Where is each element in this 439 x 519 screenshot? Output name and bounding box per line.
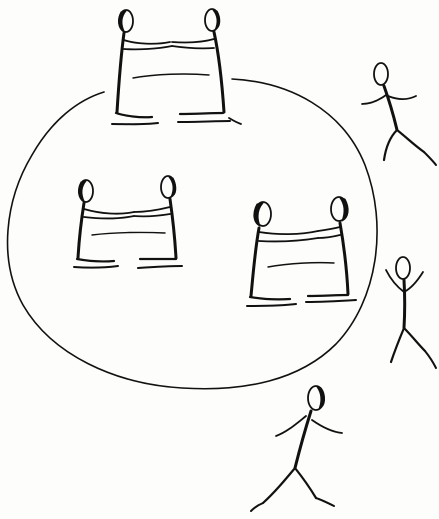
arm-line <box>124 40 170 44</box>
body-line <box>78 203 84 258</box>
leg-line <box>404 328 425 351</box>
leg-line <box>308 295 348 296</box>
body-line <box>384 86 397 130</box>
foot-line <box>306 300 356 302</box>
body-line <box>170 199 176 258</box>
body-line <box>251 228 259 296</box>
leg-line <box>180 113 223 114</box>
arm-line <box>362 95 386 104</box>
leg-line <box>397 130 424 152</box>
runner-top-right <box>362 63 436 165</box>
arm-line <box>318 227 340 231</box>
arm-line <box>84 209 134 214</box>
person-middle-right-a <box>247 202 318 306</box>
leg-line <box>250 297 290 299</box>
jumper-right-middle <box>386 257 436 368</box>
person-middle-right-b <box>306 197 356 302</box>
head-icon <box>396 257 410 279</box>
person-middle-left-a <box>74 180 134 268</box>
head-icon <box>374 63 388 85</box>
arm-line <box>386 270 404 292</box>
ground-arc <box>92 232 165 235</box>
body-line <box>117 33 124 112</box>
arm-line <box>259 238 318 241</box>
person-top-left <box>112 10 172 124</box>
arm-line <box>84 216 134 218</box>
arm-line <box>276 416 306 436</box>
leg-line <box>77 259 114 261</box>
body-line <box>404 280 405 328</box>
person-top-right <box>172 9 241 124</box>
seated-pair-middle-left <box>74 176 182 268</box>
arm-line <box>312 420 342 433</box>
foot-line <box>424 152 436 165</box>
arm-line <box>404 272 423 292</box>
foot-line <box>251 503 263 511</box>
body-line <box>340 223 348 294</box>
body-line <box>214 32 224 112</box>
arm-line <box>388 96 416 99</box>
foot-line <box>316 498 334 506</box>
ground-arc <box>133 74 209 78</box>
leg-line <box>295 468 316 498</box>
leg-line <box>391 328 404 362</box>
foot-line <box>425 351 436 368</box>
arm-line <box>134 214 170 216</box>
person-middle-left-b <box>134 176 182 268</box>
foot-line <box>178 121 230 122</box>
arm-line <box>134 207 170 212</box>
foot-line <box>138 266 182 268</box>
runner-bottom <box>251 386 342 511</box>
arm-line <box>124 46 172 49</box>
big-circle <box>8 79 378 389</box>
leg-line <box>263 468 295 503</box>
arm-line <box>259 231 318 234</box>
seated-pair-top <box>112 9 241 124</box>
arm-line <box>318 235 340 238</box>
foot-line <box>74 266 118 268</box>
leg-line <box>384 130 397 160</box>
ground-arc <box>268 263 334 267</box>
seated-pair-middle-right <box>247 197 356 306</box>
leg-line <box>116 113 152 117</box>
foot-line <box>112 123 158 124</box>
foot-line <box>247 304 296 306</box>
arm-line <box>172 39 214 43</box>
arm-line <box>172 46 214 48</box>
